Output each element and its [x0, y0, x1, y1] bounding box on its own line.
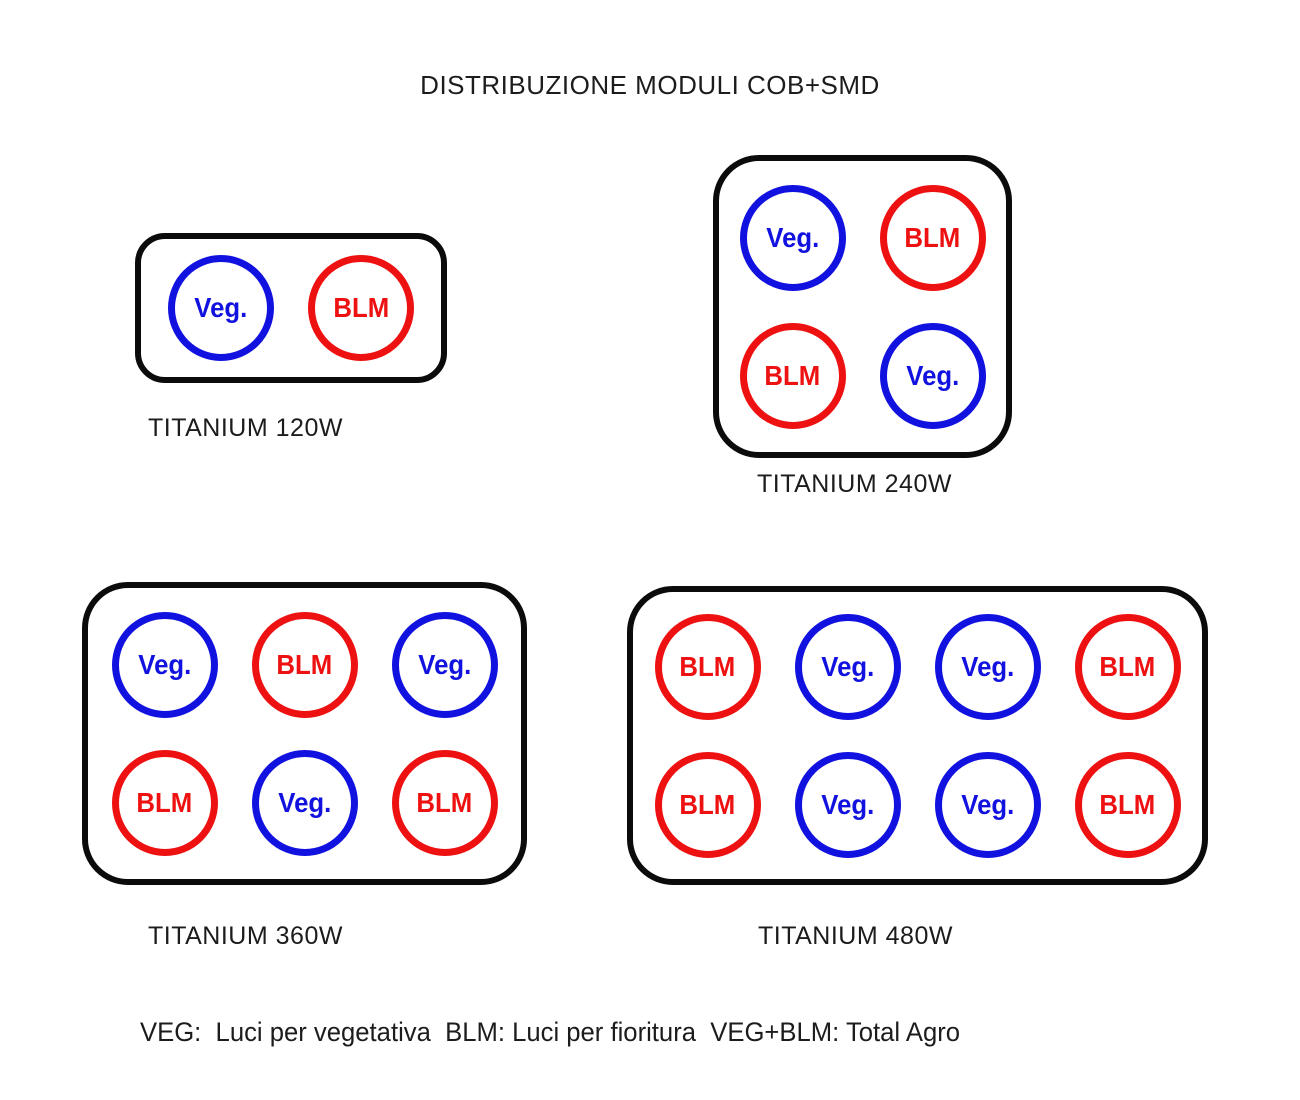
- circle-label: BLM: [276, 648, 333, 680]
- circle-label: Veg.: [821, 788, 874, 820]
- circle-label: BLM: [333, 292, 389, 323]
- legend-text: VEG: Luci per vegetativa BLM: Luci per f…: [140, 1017, 961, 1047]
- veg-led-circle: Veg.: [934, 613, 1041, 720]
- module-cell: Veg.: [235, 734, 375, 872]
- module-cell: Veg.: [918, 736, 1058, 874]
- module-cell: BLM: [638, 598, 778, 736]
- veg-led-circle: Veg.: [794, 613, 901, 720]
- veg-led-circle: Veg.: [934, 751, 1041, 858]
- veg-led-circle: Veg.: [391, 611, 498, 718]
- veg-led-circle: Veg.: [739, 184, 846, 291]
- blm-led-circle: BLM: [391, 749, 498, 856]
- module-cell: Veg.: [918, 598, 1058, 736]
- module-panel-titanium-120w: Veg. BLM: [135, 233, 447, 383]
- module-cell: Veg.: [723, 169, 863, 307]
- circle-label: Veg.: [821, 650, 874, 682]
- module-cell: Veg.: [95, 596, 235, 734]
- circle-label: BLM: [679, 650, 736, 682]
- circle-label: Veg.: [194, 292, 248, 323]
- module-cell: BLM: [235, 596, 375, 734]
- circle-label: BLM: [904, 221, 961, 253]
- blm-led-circle: BLM: [739, 322, 846, 429]
- veg-led-circle: Veg.: [794, 751, 901, 858]
- module-label-titanium-480w: TITANIUM 480W: [758, 922, 953, 950]
- module-panel-titanium-480w: BLM Veg. Veg. BLM BLM Veg. Veg. BLM: [627, 586, 1208, 885]
- blm-led-circle: BLM: [251, 611, 358, 718]
- circle-label: Veg.: [138, 648, 191, 680]
- circle-label: BLM: [416, 786, 473, 818]
- veg-led-circle: Veg.: [251, 749, 358, 856]
- veg-led-circle: Veg.: [168, 255, 274, 361]
- module-cell: Veg.: [151, 239, 291, 377]
- module-label-titanium-120w: TITANIUM 120W: [148, 414, 343, 442]
- blm-led-circle: BLM: [111, 749, 218, 856]
- module-cell: BLM: [95, 734, 235, 872]
- module-cell: Veg.: [778, 598, 918, 736]
- blm-led-circle: BLM: [1074, 751, 1181, 858]
- module-cell: BLM: [375, 734, 515, 872]
- veg-led-circle: Veg.: [111, 611, 218, 718]
- circle-label: Veg.: [961, 788, 1014, 820]
- module-cell: BLM: [723, 307, 863, 445]
- circle-label: BLM: [1099, 650, 1156, 682]
- blm-led-circle: BLM: [654, 751, 761, 858]
- module-cell: Veg.: [863, 307, 1003, 445]
- blm-led-circle: BLM: [654, 613, 761, 720]
- diagram-title: DISTRIBUZIONE MODULI COB+SMD: [420, 70, 880, 100]
- circle-label: Veg.: [766, 221, 819, 253]
- circle-label: Veg.: [278, 786, 331, 818]
- circle-label: BLM: [679, 788, 736, 820]
- module-label-titanium-360w: TITANIUM 360W: [148, 922, 343, 950]
- circle-label: BLM: [1099, 788, 1156, 820]
- module-label-titanium-240w: TITANIUM 240W: [757, 470, 952, 498]
- module-cell: BLM: [1058, 736, 1198, 874]
- circle-label: Veg.: [906, 359, 959, 391]
- module-cell: BLM: [1058, 598, 1198, 736]
- circle-label: Veg.: [418, 648, 471, 680]
- module-panel-titanium-240w: Veg. BLM BLM Veg.: [713, 155, 1012, 458]
- blm-led-circle: BLM: [879, 184, 986, 291]
- circle-label: Veg.: [961, 650, 1014, 682]
- circle-label: BLM: [764, 359, 821, 391]
- module-cell: Veg.: [778, 736, 918, 874]
- module-cell: BLM: [863, 169, 1003, 307]
- module-panel-titanium-360w: Veg. BLM Veg. BLM Veg. BLM: [82, 582, 527, 885]
- circle-label: BLM: [136, 786, 193, 818]
- module-cell: BLM: [291, 239, 431, 377]
- module-cell: BLM: [638, 736, 778, 874]
- module-cell: Veg.: [375, 596, 515, 734]
- blm-led-circle: BLM: [1074, 613, 1181, 720]
- veg-led-circle: Veg.: [879, 322, 986, 429]
- blm-led-circle: BLM: [308, 255, 414, 361]
